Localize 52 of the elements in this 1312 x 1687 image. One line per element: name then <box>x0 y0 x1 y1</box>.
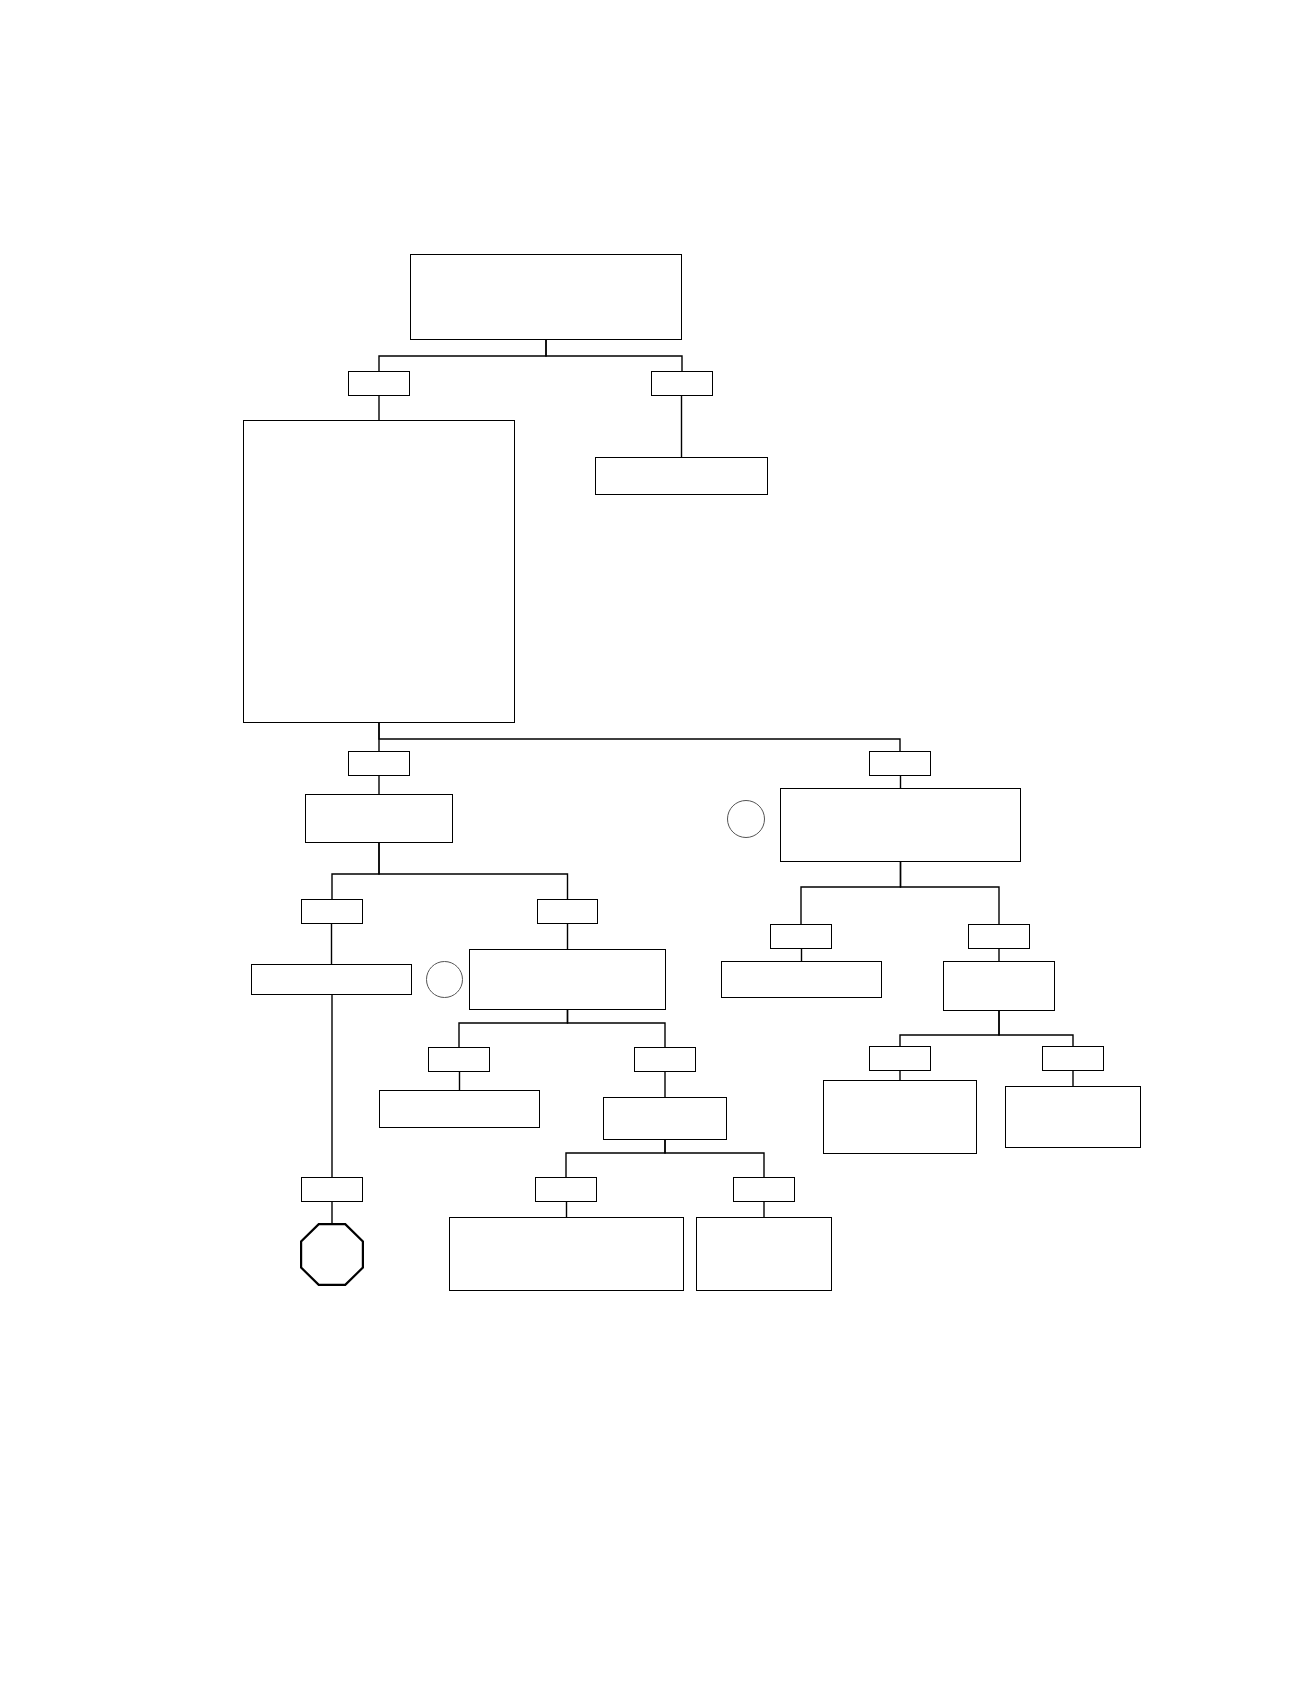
flowchart-box <box>943 961 1055 1011</box>
connector-line <box>378 395 380 421</box>
flowchart-box <box>535 1177 597 1202</box>
octagon-terminal <box>300 1223 364 1286</box>
flowchart-box <box>651 371 713 396</box>
flowchart-box <box>251 964 412 995</box>
connector-line <box>680 395 683 458</box>
flowchart-box <box>305 794 453 843</box>
connector-line <box>664 1139 765 1178</box>
flowchart-box <box>1005 1086 1141 1148</box>
flowchart-box <box>301 1177 363 1202</box>
connector-line <box>899 861 1000 925</box>
connector-line <box>378 842 569 900</box>
connector-line <box>664 1071 666 1098</box>
flowchart-box <box>537 899 598 924</box>
connector-line <box>330 923 333 965</box>
flowchart-box <box>968 924 1030 949</box>
connector-line <box>378 775 380 795</box>
connector-line <box>899 1070 901 1081</box>
connector-line <box>566 923 569 950</box>
connector-line <box>331 994 333 1178</box>
flowchart-box <box>770 924 832 949</box>
flowchart-box <box>869 1046 931 1071</box>
connector-line <box>331 1201 333 1224</box>
flowchart-box <box>301 899 363 924</box>
connector-line <box>566 1009 666 1048</box>
connector-line <box>378 722 901 752</box>
flowchart-box <box>634 1047 696 1072</box>
flowchart-box <box>379 1090 540 1128</box>
flowchart-box <box>869 751 931 776</box>
connector-line <box>998 1010 1074 1047</box>
flowchart-box <box>595 457 768 495</box>
connector-line <box>998 948 1000 962</box>
circle-marker <box>727 800 765 838</box>
flowchart-box <box>1042 1046 1104 1071</box>
flowchart-box <box>348 371 410 396</box>
flowchart-box <box>603 1097 727 1140</box>
flowchart-box <box>348 751 410 776</box>
flowchart-box <box>721 961 882 998</box>
flowchart-box <box>243 420 515 723</box>
connector-line <box>763 1201 765 1218</box>
flowchart-box <box>410 254 682 340</box>
flowchart-box <box>780 788 1021 862</box>
flowchart-box <box>696 1217 832 1291</box>
connector-line <box>1072 1070 1074 1087</box>
flowchart-box <box>428 1047 490 1072</box>
flowchart-box <box>469 949 666 1010</box>
flowchart-box <box>823 1080 977 1154</box>
connector-line <box>545 339 683 372</box>
circle-marker <box>426 961 463 998</box>
flowchart-box <box>733 1177 795 1202</box>
flowchart-box <box>449 1217 684 1291</box>
